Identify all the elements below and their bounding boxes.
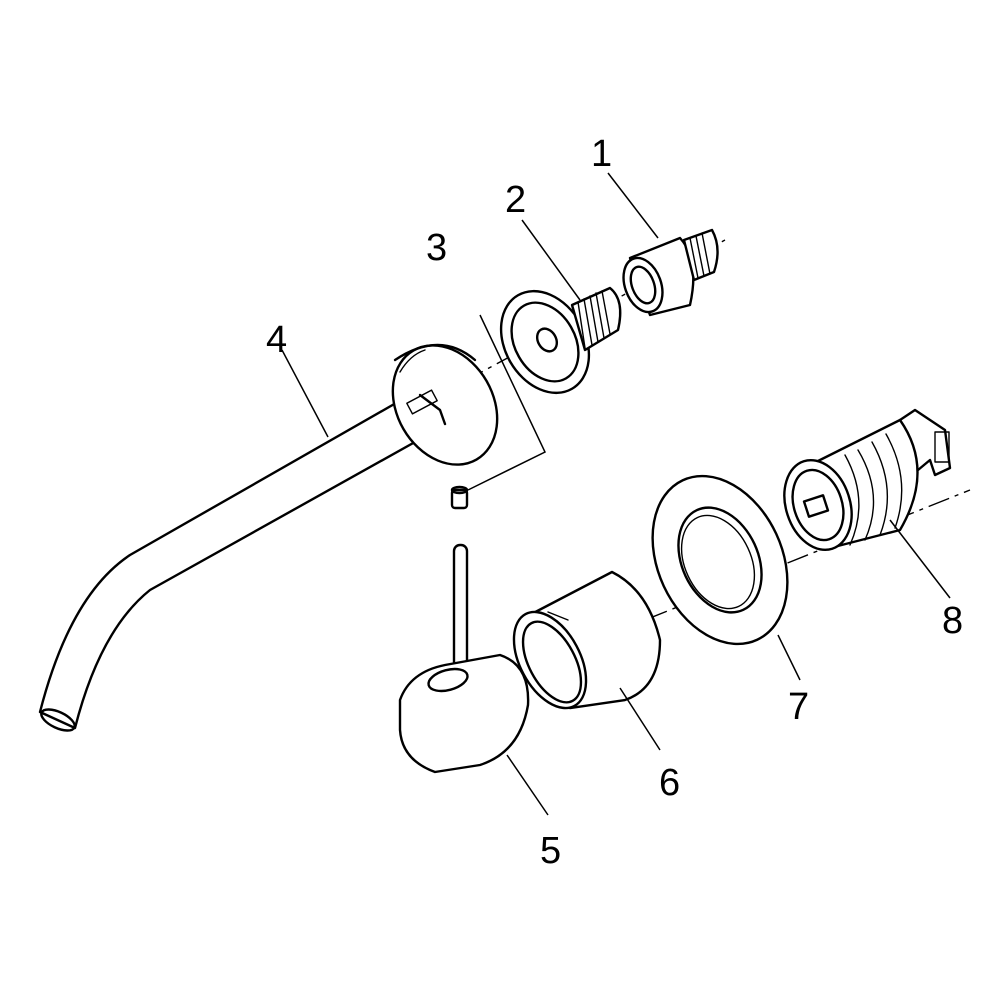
part-label-2: 2 [505,179,526,221]
part-label-1: 1 [591,133,612,175]
spout-mounting-flange-icon [499,286,622,395]
part-label-5: 5 [540,830,561,872]
part-label-4: 4 [266,319,287,361]
part-label-8: 8 [942,600,963,642]
cover-sleeve-icon [512,570,662,751]
part-label-6: 6 [659,762,680,804]
part-label-7: 7 [788,686,809,728]
lever-handle-icon [398,543,549,816]
part-label-3: 3 [426,227,447,269]
part-labels: 1 2 3 4 5 6 7 8 [266,133,963,872]
spout-with-rosette-icon [38,343,499,732]
escutcheon-rosette-icon [651,474,801,681]
grub-screw-icon [450,314,546,510]
mixer-cartridge-icon [783,408,952,599]
upper-leader-lines [281,172,659,438]
threaded-adapter-icon [622,228,719,317]
